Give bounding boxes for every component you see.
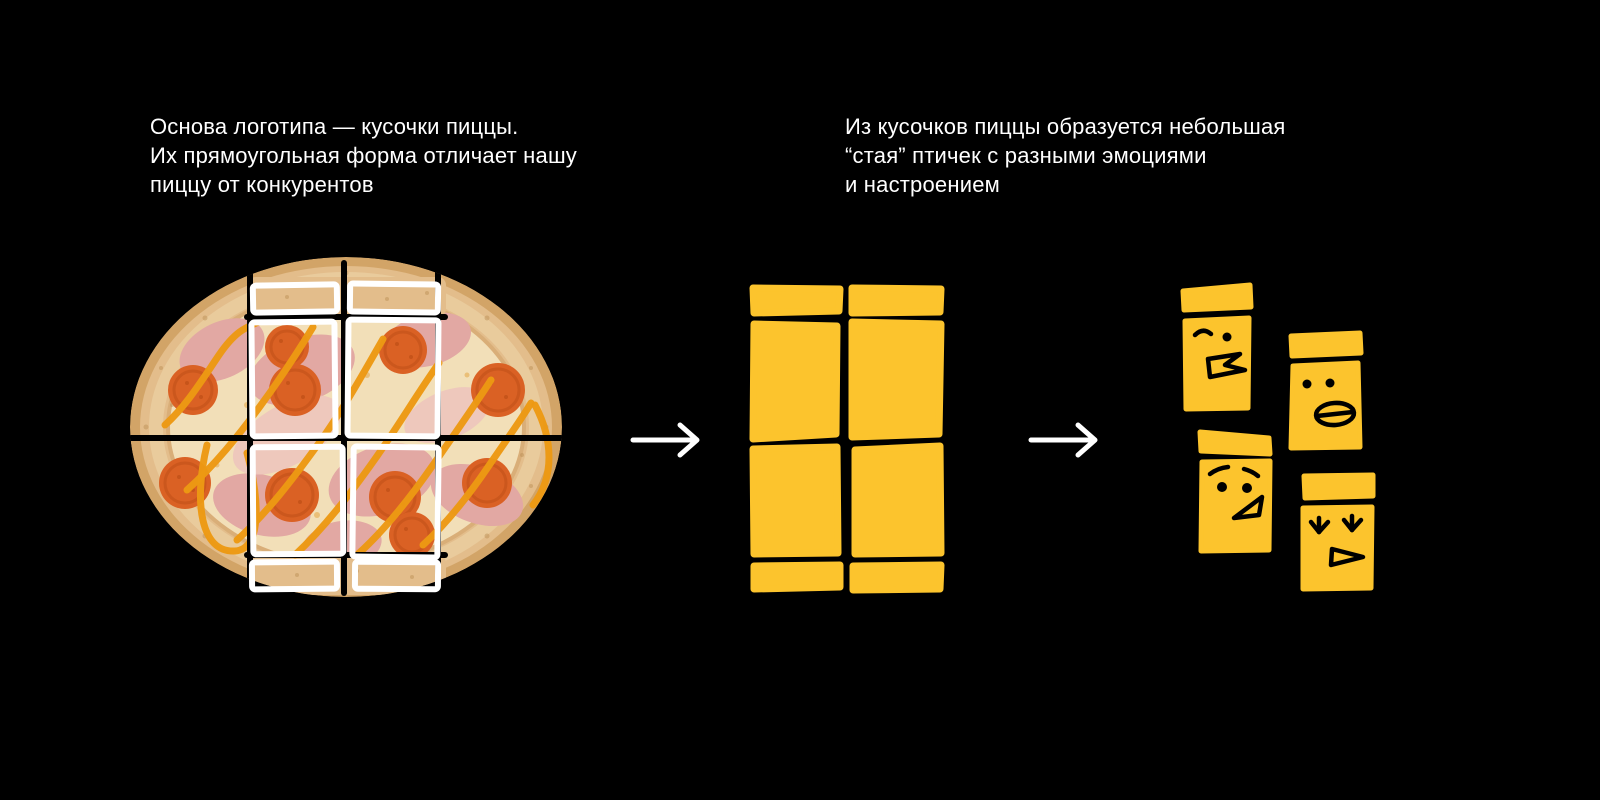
grid-piece: [849, 561, 945, 594]
slice-outline: [248, 318, 339, 440]
bird-worried: [1197, 429, 1273, 554]
bird-head-piece: [1301, 472, 1376, 501]
eye: [1222, 332, 1232, 342]
eyebrow: [1207, 464, 1231, 477]
bird-body-piece: [1198, 458, 1273, 554]
left-note: Основа логотипа — кусочки пиццы. Их прям…: [150, 112, 577, 199]
left-note-line: Их прямоугольная форма отличает нашу: [150, 143, 577, 168]
right-note-line: Из кусочков пиццы образуется небольшая: [845, 114, 1286, 139]
slice-outlines: [248, 280, 442, 593]
left-note-line: пиццу от конкурентов: [150, 172, 374, 197]
triangle-beak: [1231, 494, 1265, 521]
eye: [1217, 482, 1227, 492]
grid-piece: [749, 284, 844, 317]
slice-outline: [349, 443, 442, 561]
bird-closed-eyes: [1300, 472, 1376, 592]
bird-body-piece: [1182, 315, 1252, 412]
bird-faces-flock: [1180, 282, 1376, 592]
closed-eye: [1341, 513, 1364, 533]
right-note-line: и настроением: [845, 172, 1000, 197]
eye: [1242, 483, 1252, 493]
pizza-slices-grid: [749, 284, 945, 594]
bird-head-piece: [1180, 282, 1254, 313]
left-note-line: Основа логотипа — кусочки пиццы.: [150, 114, 519, 139]
eyebrow: [1241, 466, 1261, 479]
slice-outline: [351, 558, 442, 593]
slice-outline: [249, 443, 347, 558]
grid-piece: [749, 320, 841, 443]
slice-outline: [344, 316, 442, 440]
triangle-beak: [1328, 546, 1366, 568]
slice-outline: [249, 281, 341, 316]
bird-winking: [1180, 282, 1254, 412]
arrow-right-icon: [630, 422, 700, 458]
closed-eye: [1308, 515, 1331, 535]
open-beak: [1205, 351, 1248, 380]
grid-piece: [750, 561, 844, 593]
right-note: Из кусочков пиццы образуется небольшая “…: [845, 112, 1286, 199]
slice-outline: [346, 280, 442, 316]
grid-piece: [749, 443, 842, 558]
grid-piece: [851, 442, 945, 558]
wink-eye: [1192, 328, 1214, 338]
grid-piece: [848, 284, 945, 317]
pizza-photo: [130, 257, 562, 597]
bird-open-beak: [1288, 330, 1364, 451]
slice-outline: [248, 558, 341, 593]
eye: [1325, 378, 1335, 388]
bird-head-piece: [1288, 330, 1364, 359]
bird-head-piece: [1197, 429, 1273, 457]
right-note-line: “стая” птичек с разными эмоциями: [845, 143, 1207, 168]
arrow-right-icon: [1028, 422, 1098, 458]
eye: [1302, 379, 1312, 389]
grid-piece: [848, 318, 945, 441]
